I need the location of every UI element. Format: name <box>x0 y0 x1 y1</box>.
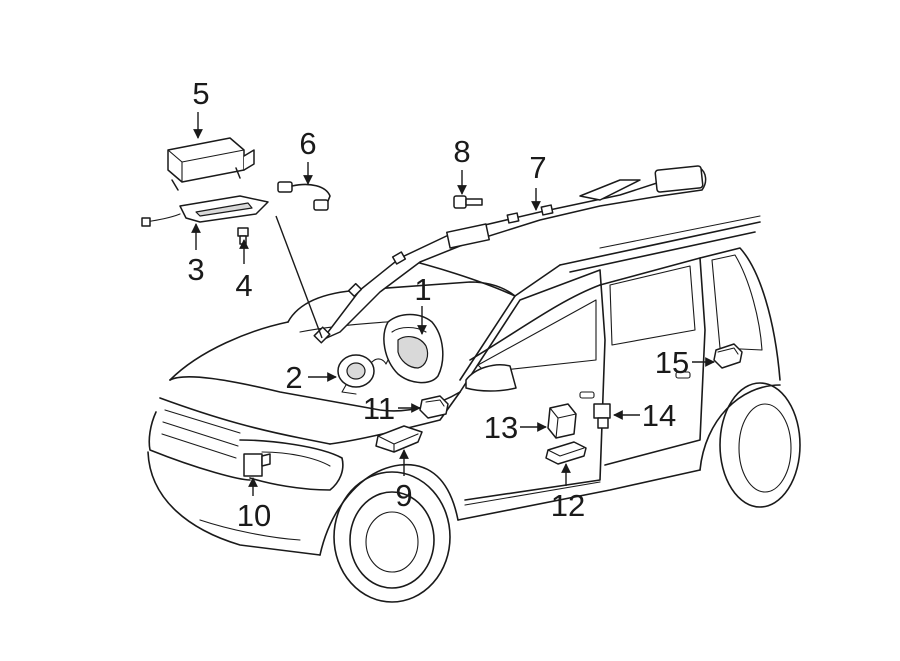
bolt-4 <box>237 227 249 245</box>
sensor-14 <box>593 403 611 429</box>
callout-12: 12 <box>550 488 586 523</box>
impact-sensor-9 <box>375 425 423 453</box>
front-sensor-10 <box>243 453 271 477</box>
leader-lines <box>191 112 715 496</box>
bolt-8 <box>453 195 483 209</box>
curtain-airbag <box>313 165 707 344</box>
airbag-control-module <box>167 137 255 191</box>
side-sensor-12 <box>545 441 587 465</box>
side-airbag-13 <box>547 403 577 439</box>
callout-13: 13 <box>483 410 519 445</box>
callout-9: 9 <box>395 478 413 513</box>
vehicle-outline <box>147 215 801 603</box>
callout-1: 1 <box>414 272 432 307</box>
callout-7: 7 <box>529 150 547 185</box>
callout-11: 11 <box>362 391 396 426</box>
callout-5: 5 <box>192 76 210 111</box>
callout-4: 4 <box>235 268 253 303</box>
wire-harness <box>277 181 331 211</box>
callout-3: 3 <box>187 252 205 287</box>
clock-spring <box>337 354 389 395</box>
rear-sensor-15 <box>713 343 743 369</box>
knee-airbag <box>141 195 269 227</box>
callout-8: 8 <box>453 134 471 169</box>
callout-15: 15 <box>654 345 690 380</box>
callout-6: 6 <box>299 126 317 161</box>
steering-wheel-airbag <box>383 313 444 384</box>
sensor-11 <box>419 395 449 419</box>
callout-14: 14 <box>641 398 677 433</box>
callout-10: 10 <box>236 498 272 533</box>
callout-2: 2 <box>285 360 303 395</box>
